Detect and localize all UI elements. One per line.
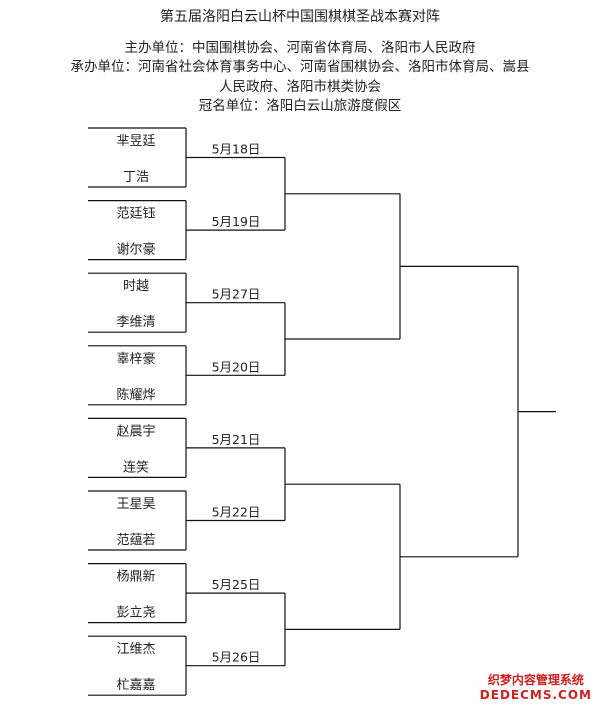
player-name: 彭立尧 [116,606,155,621]
player-name: 杧嘉嘉 [116,678,155,693]
match-date: 5月26日 [212,650,261,665]
match-date: 5月20日 [212,359,261,374]
player-name: 赵晨宇 [116,424,155,439]
match-date: 5月18日 [212,142,261,157]
match-date: 5月22日 [212,505,261,520]
player-name: 芈昱廷 [116,134,155,149]
match-date: 5月19日 [212,214,261,229]
player-name: 王星昊 [116,497,155,512]
player-name: 谢尔豪 [116,242,155,258]
match-date: 5月25日 [212,577,261,592]
player-name: 范廷钰 [116,207,155,222]
player-name: 江维杰 [116,642,155,657]
player-name: 陈耀烨 [116,387,155,403]
watermark-domain: DEDECMS.COM [479,688,592,702]
match-date: 5月21日 [212,432,261,447]
player-name: 连笑 [123,459,149,475]
player-name: 范蕴若 [116,532,155,548]
match-date: 5月27日 [212,287,261,302]
page-title: 第五届洛阳白云山杯中国围棋棋圣战本赛对阵 [160,9,440,25]
host-line: 承办单位：河南省社会体育事务中心、河南省围棋协会、洛阳市体育局、嵩县 [70,59,530,75]
player-name: 辜梓豪 [116,351,155,367]
player-name: 丁浩 [123,170,149,185]
watermark-text: 织梦内容管理系统 [487,673,584,687]
player-name: 时越 [123,279,149,294]
host-line-continued: 人民政府、洛阳市棋类协会 [219,79,381,95]
watermark: 织梦内容管理系统 DEDECMS.COM [480,671,592,702]
organizer-line: 主办单位：中国围棋协会、河南省体育局、洛阳市人民政府 [124,40,476,56]
sponsor-line: 冠名单位：洛阳白云山旅游度假区 [198,98,402,114]
player-name: 杨鼎新 [116,569,155,585]
player-name: 李维清 [116,315,155,330]
